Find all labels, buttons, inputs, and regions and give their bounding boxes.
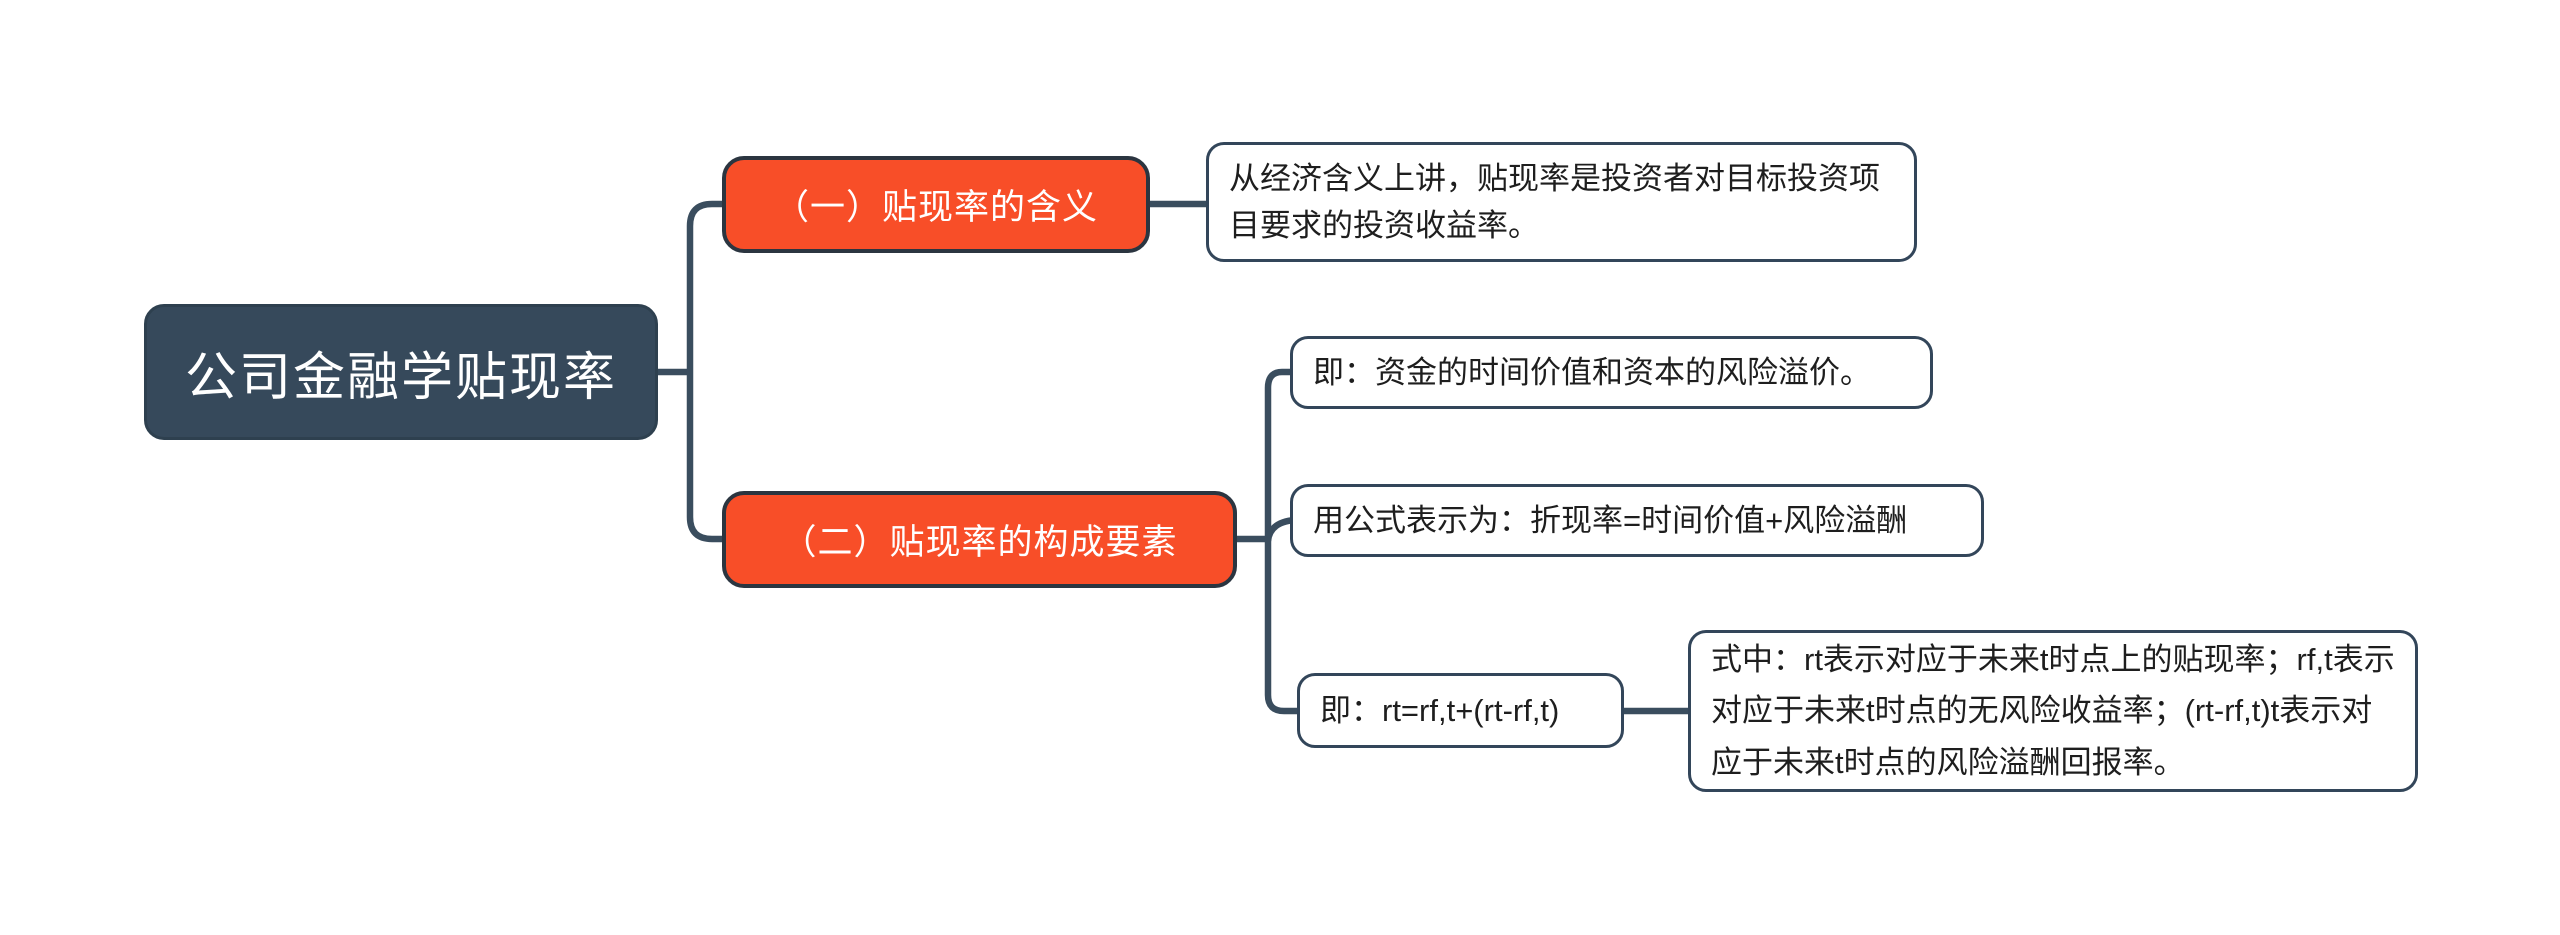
note-formula-legend[interactable]: 式中：rt表示对应于未来t时点上的贴现率；rf,t表示对应于未来t时点的无风险收… <box>1688 630 2418 792</box>
note-components-item-text: 即：资金的时间价值和资本的风险溢价。 <box>1313 354 1871 390</box>
note-formula-text: 即：rt=rf,t+(rt-rf,t) <box>1320 692 1560 728</box>
branch-node-components[interactable]: （二）贴现率的构成要素 <box>722 491 1237 588</box>
root-node-label: 公司金融学贴现率 <box>184 348 617 407</box>
note-meaning-definition[interactable]: 从经济含义上讲，贴现率是投资者对目标投资项目要求的投资收益率。 <box>1206 142 1917 262</box>
connector-branch2-trunk <box>1264 368 1299 715</box>
note-formula-expression[interactable]: 用公式表示为：折现率=时间价值+风险溢酬 <box>1290 484 1984 557</box>
note-components-item[interactable]: 即：资金的时间价值和资本的风险溢价。 <box>1290 336 1933 409</box>
note-formula-expression-text: 用公式表示为：折现率=时间价值+风险溢酬 <box>1313 502 1908 538</box>
connector-branches-trunk <box>686 200 724 543</box>
branch-node-meaning[interactable]: （一）贴现率的含义 <box>722 156 1150 253</box>
note-formula-legend-text: 式中：rt表示对应于未来t时点上的贴现率；rf,t表示对应于未来t时点的无风险收… <box>1711 641 2395 780</box>
root-node[interactable]: 公司金融学贴现率 <box>144 304 658 440</box>
branch-components-label: （二）贴现率的构成要素 <box>781 523 1178 562</box>
note-formula[interactable]: 即：rt=rf,t+(rt-rf,t) <box>1297 673 1624 748</box>
note-meaning-definition-text: 从经济含义上讲，贴现率是投资者对目标投资项目要求的投资收益率。 <box>1229 160 1880 243</box>
branch-meaning-label: （一）贴现率的含义 <box>773 188 1098 227</box>
